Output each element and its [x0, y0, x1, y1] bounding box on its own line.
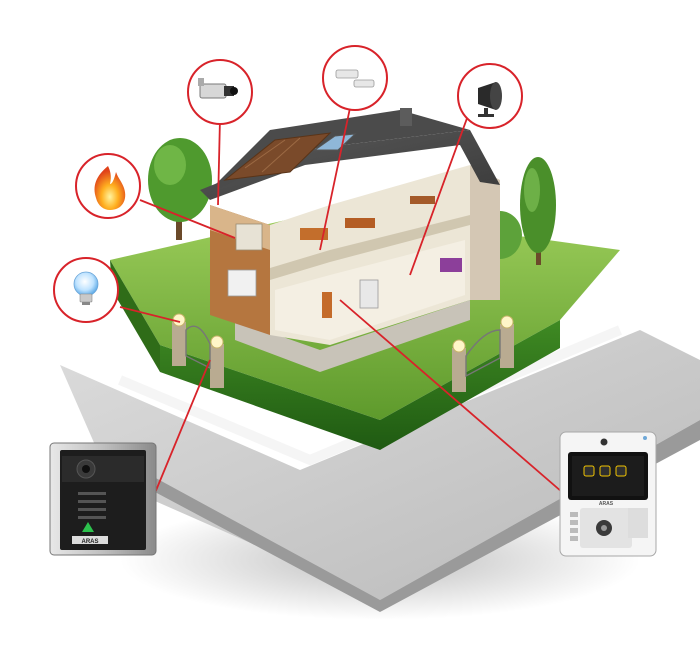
callout-door-sensor — [322, 45, 388, 111]
line-indoor-panel — [339, 299, 563, 493]
front-gate-left — [172, 313, 224, 388]
tree-right — [520, 157, 556, 265]
door-station-brand: ARAS — [81, 539, 98, 545]
line-door-station — [149, 359, 211, 506]
door-station-icon — [49, 442, 157, 556]
road — [60, 325, 700, 612]
indoor-panel-brand: ARAS — [599, 501, 614, 507]
line-fire — [139, 199, 236, 239]
indoor-monitor-icon — [559, 431, 657, 557]
callout-siren — [457, 63, 523, 129]
tree-left — [148, 138, 212, 240]
line-siren — [409, 109, 471, 276]
line-light — [119, 306, 181, 323]
cctv-camera-icon — [198, 78, 238, 99]
door-contact-sensor-icon — [335, 69, 375, 88]
house — [200, 108, 500, 372]
callout-light — [53, 257, 119, 323]
indoor-panel: ARAS — [559, 431, 657, 557]
light-bulb-icon — [73, 271, 99, 305]
hedge — [110, 260, 560, 450]
front-gate-right — [452, 315, 514, 392]
fire-icon — [94, 166, 126, 210]
line-camera — [217, 117, 221, 206]
callout-fire — [75, 153, 141, 219]
line-door-sensor — [319, 107, 351, 251]
door-station: ARAS — [49, 442, 157, 556]
siren-speaker-icon — [478, 82, 502, 117]
connector-lines — [119, 107, 563, 506]
callout-cctv-camera — [187, 59, 253, 125]
